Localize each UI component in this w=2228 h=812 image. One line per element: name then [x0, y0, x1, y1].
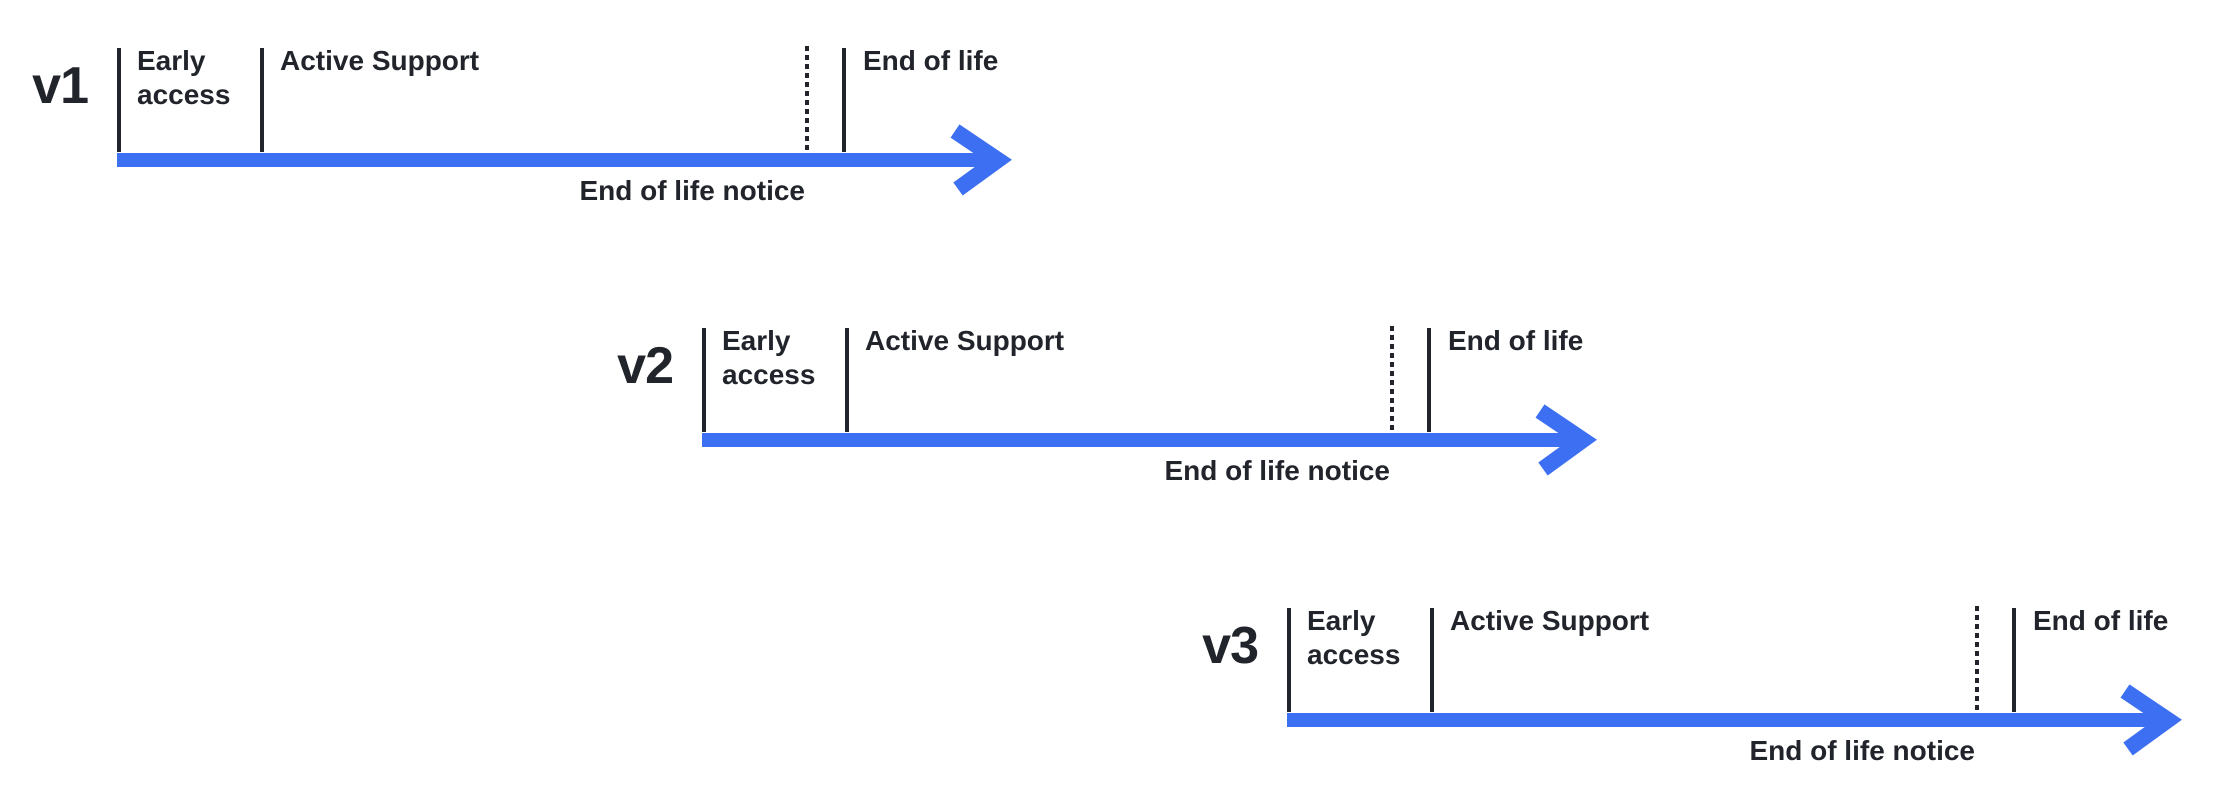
arrow-head-icon: [950, 124, 1012, 196]
timeline-v3: v3 Early access Active Support End of li…: [1170, 560, 2228, 790]
version-label: v1: [32, 57, 89, 115]
early-access-label: Early access: [1307, 605, 1401, 670]
active-support-label: Active Support: [865, 325, 1065, 356]
early-access-tick: [117, 48, 121, 152]
eol-notice-dashed-line: [1975, 606, 1979, 712]
timeline-arrow-icon: [702, 404, 1597, 476]
end-of-life-label: End of life: [1448, 325, 1584, 356]
active-support-label: Active Support: [1450, 605, 1650, 636]
active-support-label: Active Support: [280, 45, 480, 76]
arrow-head-icon: [1535, 404, 1597, 476]
active-support-tick: [845, 328, 849, 432]
eol-notice-label: End of life notice: [1749, 735, 1975, 766]
timeline-arrow-icon: [1287, 684, 2182, 756]
end-of-life-tick: [2012, 608, 2016, 712]
timeline-arrow-icon: [117, 124, 1012, 196]
end-of-life-tick: [842, 48, 846, 152]
eol-notice-dashed-line: [1390, 326, 1394, 432]
eol-notice-label: End of life notice: [1164, 455, 1390, 486]
eol-notice-dashed-line: [805, 46, 809, 152]
end-of-life-label: End of life: [863, 45, 999, 76]
early-access-tick: [702, 328, 706, 432]
early-access-label: Early access: [722, 325, 816, 390]
active-support-tick: [1430, 608, 1434, 712]
early-access-tick: [1287, 608, 1291, 712]
active-support-tick: [260, 48, 264, 152]
version-label: v2: [617, 337, 674, 395]
timeline-v2: v2 Early access Active Support End of li…: [585, 280, 1660, 510]
timeline-v1: v1 Early access Active Support End of li…: [0, 0, 1075, 230]
arrow-head-icon: [2120, 684, 2182, 756]
version-label: v3: [1202, 617, 1259, 675]
eol-notice-label: End of life notice: [579, 175, 805, 206]
end-of-life-label: End of life: [2033, 605, 2169, 636]
end-of-life-tick: [1427, 328, 1431, 432]
early-access-label: Early access: [137, 45, 231, 110]
